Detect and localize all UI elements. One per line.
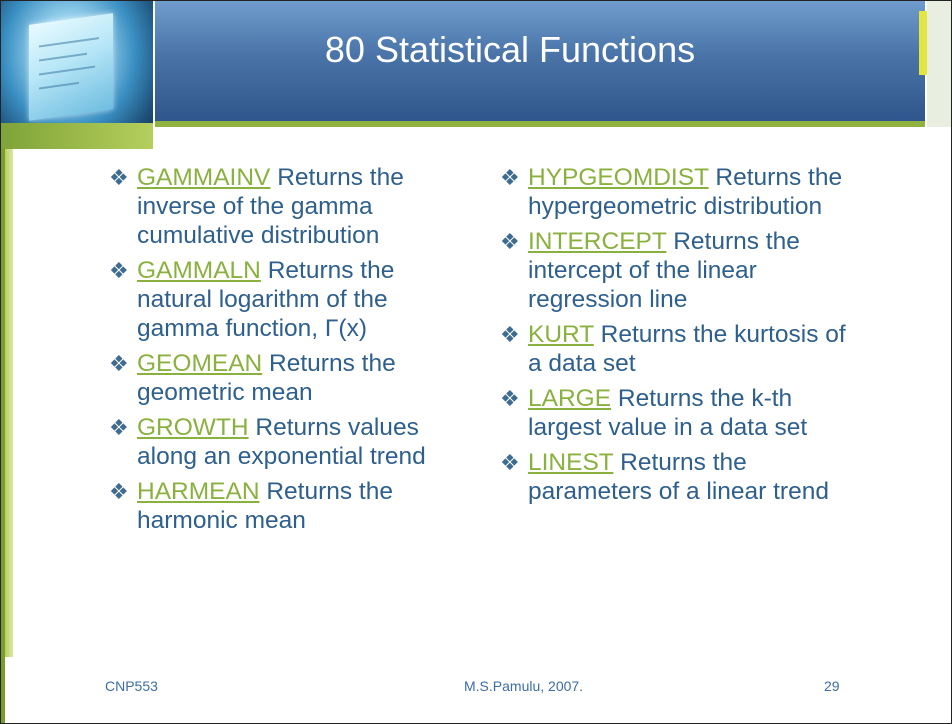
left-accent-bar — [1, 1, 5, 723]
list-item: ❖ HARMEAN Returns the harmonic mean — [109, 477, 469, 535]
function-link[interactable]: GAMMAINV — [137, 164, 271, 191]
function-link[interactable]: LINEST — [528, 449, 614, 476]
diamond-bullet-icon: ❖ — [109, 351, 129, 376]
left-column: ❖ GAMMAINV Returns the inverse of the gam… — [109, 163, 469, 541]
diamond-bullet-icon: ❖ — [109, 415, 129, 440]
diamond-bullet-icon: ❖ — [109, 258, 129, 283]
slide-title: 80 Statistical Functions — [324, 29, 696, 70]
function-description: Returns the kurtosis of a data set — [528, 321, 846, 377]
diamond-bullet-icon: ❖ — [500, 322, 520, 347]
diamond-bullet-icon: ❖ — [500, 386, 520, 411]
function-description: Returns the intercept of the linear regr… — [528, 228, 800, 313]
diamond-bullet-icon: ❖ — [500, 450, 520, 475]
list-item: ❖ GAMMAINV Returns the inverse of the gam… — [109, 163, 469, 250]
page-number: 29 — [824, 678, 840, 694]
function-link[interactable]: HYPGEOMDIST — [528, 164, 709, 191]
function-description: Returns values along an exponential tren… — [137, 414, 426, 470]
list-item: ❖ INTERCEPT Returns the intercept of the … — [500, 227, 860, 314]
diamond-bullet-icon: ❖ — [500, 165, 520, 190]
list-item: ❖ KURT Returns the kurtosis of a data set — [500, 320, 860, 378]
left-accent-bar-light — [5, 149, 13, 657]
function-description: Returns the geometric mean — [137, 350, 396, 406]
right-shade — [927, 1, 951, 127]
diamond-bullet-icon: ❖ — [109, 479, 129, 504]
function-description: Returns the harmonic mean — [137, 478, 393, 534]
diamond-bullet-icon: ❖ — [109, 165, 129, 190]
function-link[interactable]: KURT — [528, 321, 594, 348]
banner-underline — [155, 121, 925, 127]
function-link[interactable]: INTERCEPT — [528, 228, 667, 255]
diamond-bullet-icon: ❖ — [500, 229, 520, 254]
footer-course-code: CNP553 — [105, 678, 158, 694]
green-strip — [1, 123, 153, 149]
right-accent-bar — [919, 11, 927, 75]
list-item: ❖ GEOMEAN Returns the geometric mean — [109, 349, 469, 407]
list-item: ❖ GAMMALN Returns the natural logarithm o… — [109, 256, 469, 343]
right-column: ❖ HYPGEOMDIST Returns the hypergeometric … — [500, 163, 860, 512]
function-description: Returns the hypergeometric distribution — [528, 164, 843, 220]
function-description: Returns the inverse of the gamma cumulat… — [137, 164, 404, 249]
list-item: ❖ LINEST Returns the parameters of a line… — [500, 448, 860, 506]
function-link[interactable]: HARMEAN — [137, 478, 260, 505]
footer-author: M.S.Pamulu, 2007. — [464, 678, 584, 694]
list-item: ❖ LARGE Returns the k-th largest value in… — [500, 384, 860, 442]
title-banner — [155, 1, 925, 121]
function-link[interactable]: GEOMEAN — [137, 350, 263, 377]
function-link[interactable]: GAMMALN — [137, 257, 261, 284]
function-description: Returns the natural logarithm of the gam… — [137, 257, 395, 342]
list-item: ❖ HYPGEOMDIST Returns the hypergeometric … — [500, 163, 860, 221]
monitor-screen-graphic — [29, 13, 113, 121]
function-description: Returns the k-th largest value in a data… — [528, 385, 808, 441]
function-link[interactable]: GROWTH — [137, 414, 249, 441]
function-description: Returns the parameters of a linear trend — [528, 449, 829, 505]
list-item: ❖ GROWTH Returns values along an exponent… — [109, 413, 469, 471]
function-link[interactable]: LARGE — [528, 385, 612, 412]
